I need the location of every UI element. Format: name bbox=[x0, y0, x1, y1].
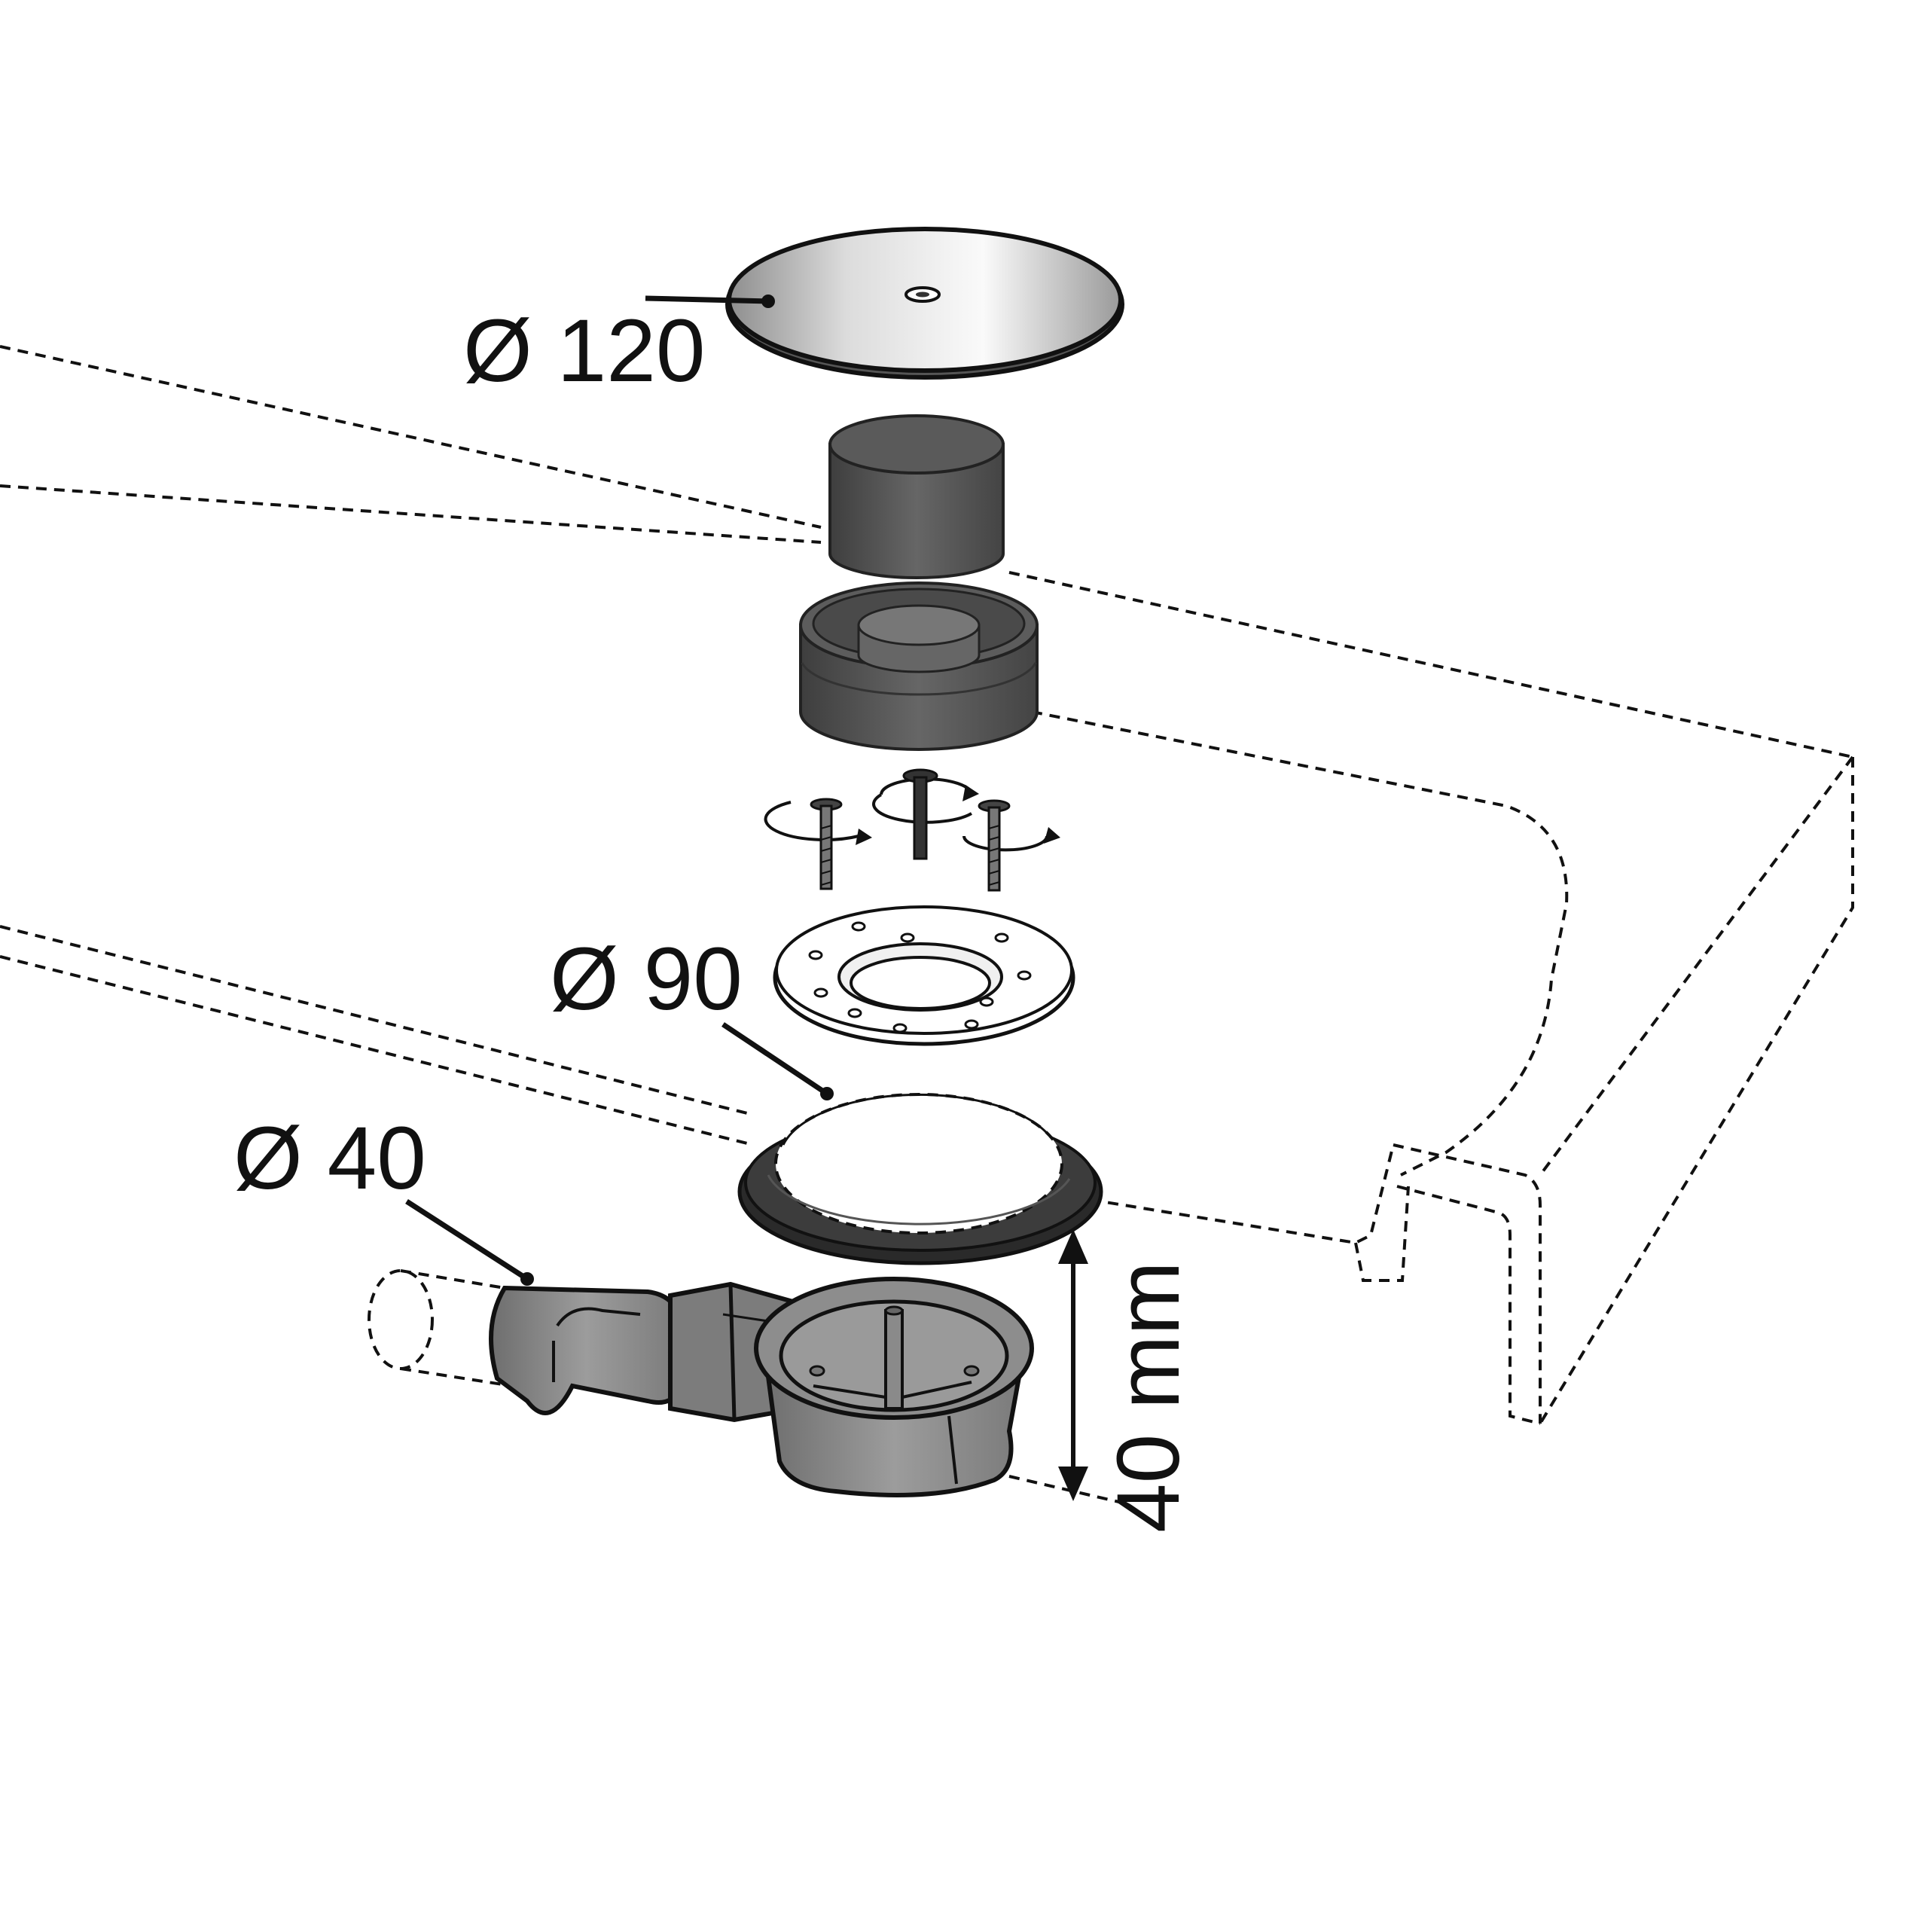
grate-housing bbox=[799, 581, 1039, 751]
pipe-leader-line bbox=[405, 1199, 534, 1286]
height-dimension bbox=[1008, 1229, 1123, 1504]
drain-body bbox=[368, 1269, 1034, 1497]
cover-diameter-label: Ø 120 bbox=[463, 301, 705, 401]
sealing-gasket bbox=[737, 1093, 1103, 1265]
screw-left bbox=[764, 798, 872, 890]
screw-right bbox=[962, 799, 1060, 892]
screws bbox=[764, 768, 1060, 892]
flange-leader-line bbox=[721, 1022, 834, 1100]
flange-ring bbox=[773, 905, 1075, 1046]
cover-leader-line bbox=[645, 295, 775, 308]
flange-holes bbox=[808, 921, 1032, 1033]
inner-cylinder bbox=[828, 414, 1005, 579]
center-post bbox=[884, 1309, 904, 1410]
outlet-pipe-dashed bbox=[368, 1269, 528, 1387]
pipe-diameter-label: Ø 40 bbox=[233, 1109, 426, 1208]
height-label: 40 mm bbox=[1099, 1261, 1198, 1533]
flange-diameter-label: Ø 90 bbox=[550, 929, 743, 1029]
screw-center bbox=[872, 768, 979, 860]
cover-plate bbox=[725, 227, 1124, 380]
shower-tray-outline bbox=[0, 345, 1854, 1425]
outlet-arm bbox=[489, 1285, 684, 1415]
